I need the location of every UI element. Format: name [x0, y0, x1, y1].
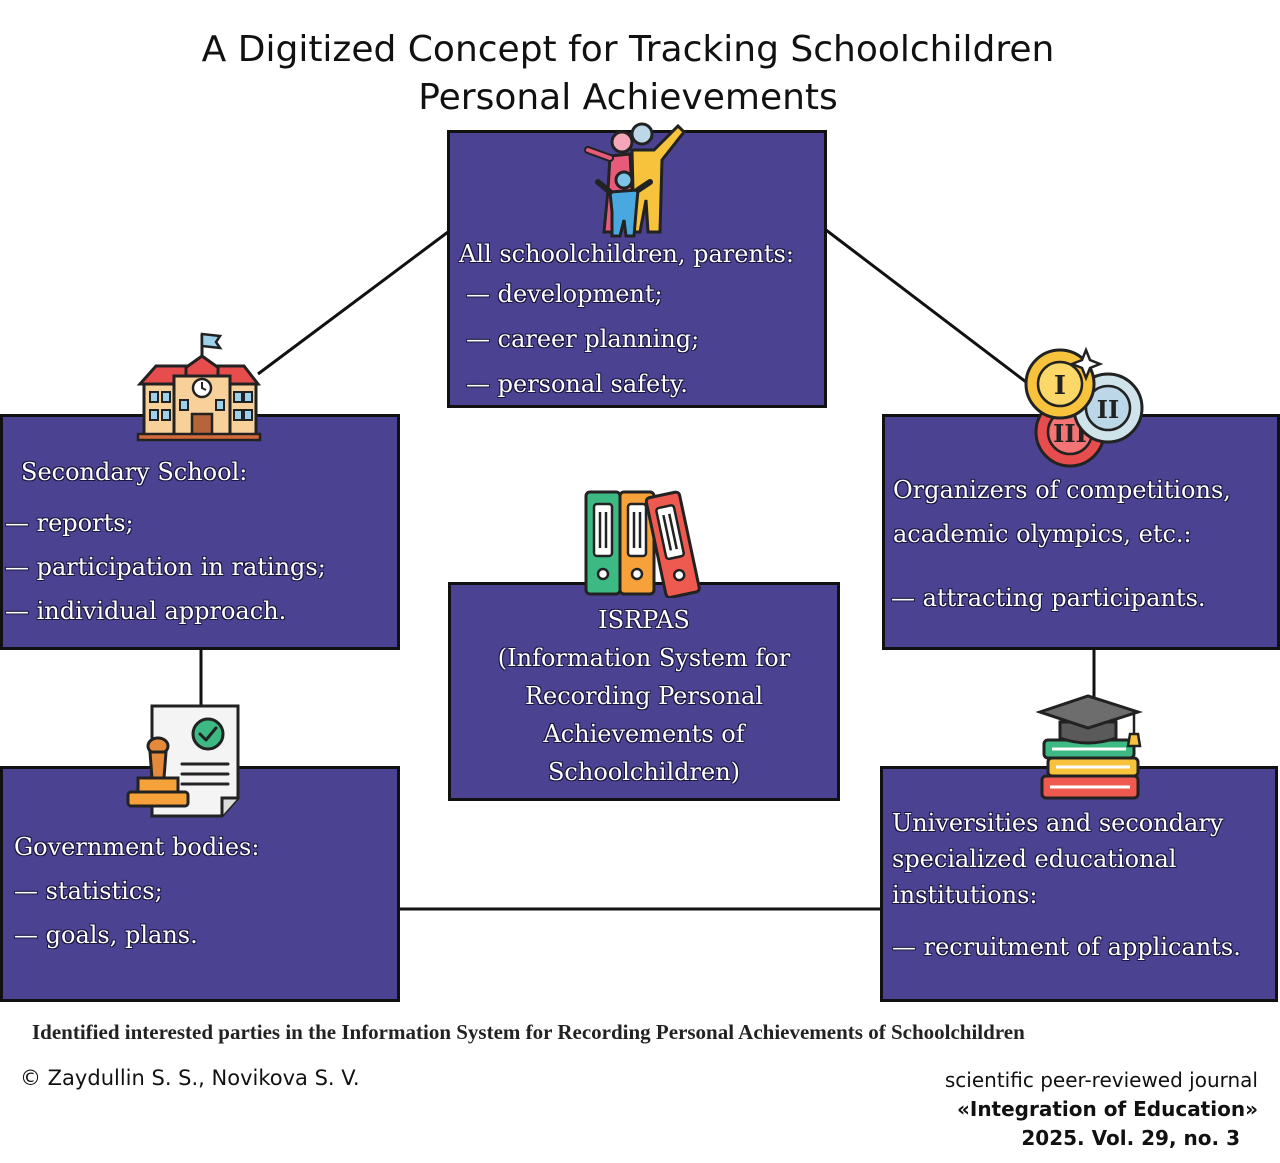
box-heading: academic olympics, etc.: — [893, 520, 1192, 548]
list-item: — statistics; — [14, 877, 163, 905]
journal-name: «Integration of Education» — [956, 1097, 1258, 1121]
journal-info: scientific peer-reviewed journal «Integr… — [945, 1066, 1258, 1153]
isrpas-line: Schoolchildren) — [547, 758, 741, 786]
box-government-bodies: Government bodies: — statistics; — goals… — [0, 766, 400, 1002]
list-item: — individual approach. — [5, 597, 287, 625]
box-isrpas: ISRPAS (Information System for Recording… — [448, 582, 840, 801]
family-icon — [584, 122, 687, 238]
connector-top-left — [257, 230, 449, 376]
isrpas-line: Recording Personal — [524, 682, 764, 710]
box-lines: ISRPAS (Information System for Recording… — [451, 601, 837, 791]
list-item: — attracting participants. — [891, 584, 1206, 612]
journal-line-1: scientific peer-reviewed journal — [944, 1068, 1258, 1092]
box-heading: All schoolchildren, parents: — [459, 240, 794, 268]
diagram-title: A Digitized Concept for Tracking Schoolc… — [0, 26, 1256, 122]
box-universities: Universities and secondary specialized e… — [880, 766, 1278, 1002]
title-line-1: A Digitized Concept for Tracking Schoolc… — [201, 29, 1055, 70]
list-item: — personal safety. — [466, 370, 688, 398]
svg-text:II: II — [1097, 395, 1119, 424]
box-secondary-school: Secondary School: — reports; — participa… — [0, 414, 400, 650]
list-item: — goals, plans. — [14, 921, 198, 949]
journal-line-3: 2025. Vol. 29, no. 3 — [945, 1124, 1258, 1153]
binders-icon — [584, 490, 701, 598]
figure-caption: Identified interested parties in the Inf… — [32, 1020, 1025, 1044]
box-heading: Secondary School: — [21, 458, 248, 486]
box-heading: specialized educational — [892, 845, 1177, 873]
list-item: — development; — [466, 280, 663, 308]
authors-copyright: © Zaydullin S. S., Novikova S. V. — [20, 1066, 360, 1090]
title-line-2: Personal Achievements — [418, 77, 838, 118]
list-item: — career planning; — [466, 325, 700, 353]
list-item: — participation in ratings; — [5, 553, 326, 581]
box-heading: Government bodies: — [14, 833, 260, 861]
graduation-cap-books-icon — [1036, 694, 1143, 800]
journal-line-2: «Integration of Education» — [945, 1095, 1258, 1124]
school-building-icon — [136, 332, 262, 442]
connector-top-right — [825, 228, 1031, 387]
svg-text:I: I — [1054, 371, 1066, 401]
certified-document-stamp-icon — [126, 704, 240, 818]
list-item: — recruitment of applicants. — [892, 933, 1241, 961]
isrpas-line: Achievements of — [543, 720, 745, 748]
journal-issue: 2025. Vol. 29, no. 3 — [1021, 1126, 1240, 1150]
box-heading: institutions: — [892, 881, 1038, 909]
isrpas-line: ISRPAS — [598, 606, 690, 634]
box-schoolchildren-parents: All schoolchildren, parents: — developme… — [447, 130, 827, 408]
box-heading: Organizers of competitions, — [893, 476, 1231, 504]
box-heading: Universities and secondary — [892, 809, 1224, 837]
medals-icon: III II I — [1024, 346, 1144, 468]
list-item: — reports; — [5, 509, 134, 537]
isrpas-line: (Information System for — [497, 644, 791, 672]
